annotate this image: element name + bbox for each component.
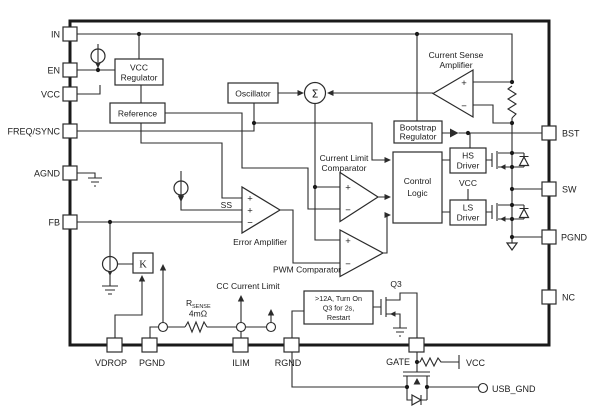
pwm-comparator bbox=[339, 228, 385, 278]
k-label: K bbox=[139, 260, 147, 271]
pin-gate bbox=[408, 337, 425, 353]
ea-plus-1: + bbox=[247, 194, 253, 205]
pwm-minus: − bbox=[345, 259, 351, 270]
block-k bbox=[132, 252, 154, 274]
hs-driver-label-2: Driver bbox=[457, 161, 480, 171]
pin-squares bbox=[62, 26, 557, 353]
pin-vdrop bbox=[106, 337, 123, 353]
block-ls-driver bbox=[449, 199, 487, 226]
vcc-regulator-label-1: VCC bbox=[130, 63, 148, 73]
summing-node bbox=[303, 81, 327, 105]
pwm-comparator-label: PWM Comparator bbox=[273, 265, 341, 275]
pin-in-label: IN bbox=[51, 30, 60, 40]
pin-fb bbox=[62, 214, 78, 230]
pin-rgnd-label: RGND bbox=[275, 358, 302, 368]
csa-minus: − bbox=[461, 101, 467, 112]
usb-gnd-terminal bbox=[477, 382, 489, 394]
csa-label-2: Amplifier bbox=[439, 60, 472, 70]
clc-label-1: Current Limit bbox=[320, 153, 369, 163]
clc-label-2: Comparator bbox=[322, 163, 367, 173]
pin-fb-label: FB bbox=[48, 218, 60, 228]
oscillator-label: Oscillator bbox=[235, 89, 271, 99]
external-body-diode-icon bbox=[411, 393, 423, 407]
pin-gate-label: GATE bbox=[386, 357, 410, 367]
vcc-gate-label: VCC bbox=[466, 358, 486, 368]
block-control-logic bbox=[392, 151, 443, 224]
pin-en bbox=[62, 62, 78, 78]
pin-freq-sync bbox=[62, 123, 78, 139]
ea-plus-2: + bbox=[247, 206, 253, 217]
junction-dots bbox=[95, 31, 515, 390]
csa-label-1: Current Sense bbox=[429, 50, 484, 60]
pin-vcc bbox=[62, 86, 78, 102]
sense-node-ilim bbox=[235, 321, 247, 333]
ea-minus: − bbox=[247, 218, 253, 229]
pin-rgnd bbox=[283, 337, 300, 353]
pin-pgnd-right bbox=[541, 229, 557, 245]
diode-symbols bbox=[411, 128, 530, 407]
sigma-symbol: Σ bbox=[312, 88, 319, 101]
pin-vcc-label: VCC bbox=[41, 90, 61, 100]
power-ground-icon bbox=[505, 242, 519, 252]
pin-en-label: EN bbox=[47, 66, 60, 76]
ls-driver-label-2: Driver bbox=[457, 213, 480, 223]
pin-ilim bbox=[232, 337, 249, 353]
bootstrap-label-1: Bootstrap bbox=[400, 123, 437, 133]
pin-ilim-label: ILIM bbox=[232, 358, 250, 368]
vcc-ls-driver-label: VCC bbox=[459, 178, 477, 188]
pin-bst-label: BST bbox=[562, 129, 580, 139]
clc-minus: − bbox=[345, 205, 351, 216]
block-reference bbox=[109, 102, 166, 124]
overcurrent-label-3: Restart bbox=[327, 313, 350, 322]
vcc-regulator-label-2: Regulator bbox=[121, 73, 158, 83]
block-hs-driver bbox=[449, 147, 487, 174]
hs-driver-label-1: HS bbox=[462, 151, 474, 161]
pin-nc bbox=[541, 289, 557, 305]
block-vcc-regulator bbox=[114, 58, 164, 86]
pin-sw bbox=[541, 181, 557, 197]
current-limit-comparator bbox=[339, 171, 380, 223]
pwm-plus: + bbox=[345, 236, 351, 247]
block-overcurrent bbox=[303, 290, 374, 325]
sense-node-left bbox=[157, 321, 169, 333]
block-bootstrap-regulator bbox=[393, 120, 443, 144]
rsense-sub-label: SENSE bbox=[192, 304, 211, 310]
current-source-icons bbox=[90, 48, 189, 273]
pin-bst bbox=[541, 125, 557, 141]
pin-sw-label: SW bbox=[562, 185, 577, 195]
ss-label: SS bbox=[221, 200, 233, 210]
rsense-value-label: 4mΩ bbox=[189, 309, 207, 319]
bootstrap-label-2: Regulator bbox=[400, 132, 437, 142]
control-logic-label-2: Logic bbox=[407, 188, 428, 198]
pin-agnd bbox=[62, 165, 78, 181]
error-amplifier-label: Error Amplifier bbox=[233, 237, 287, 247]
cc-current-limit-label: CC Current Limit bbox=[216, 281, 280, 291]
clc-plus: + bbox=[345, 183, 351, 194]
rsense-label: R bbox=[186, 298, 192, 308]
pin-nc-label: NC bbox=[562, 293, 575, 303]
error-amplifier bbox=[241, 185, 282, 235]
hs-body-diode-icon bbox=[518, 155, 530, 167]
pin-pgnd-bottom bbox=[141, 337, 158, 353]
control-logic-label-1: Control bbox=[404, 176, 432, 186]
ls-body-diode-icon bbox=[518, 207, 530, 219]
block-oscillator bbox=[227, 82, 279, 104]
overcurrent-label-2: Q3 for 2s, bbox=[323, 304, 355, 313]
bootstrap-diode-icon bbox=[450, 128, 459, 138]
pin-in bbox=[62, 26, 78, 42]
pin-pgnd-right-label: PGND bbox=[561, 233, 588, 243]
q3-label: Q3 bbox=[390, 279, 402, 289]
ls-driver-label-1: LS bbox=[463, 203, 474, 213]
pin-agnd-label: AGND bbox=[34, 169, 61, 179]
current-sense-amplifier bbox=[431, 68, 474, 119]
pin-freq-sync-label: FREQ/SYNC bbox=[7, 127, 60, 137]
pin-pgnd-bottom-label: PGND bbox=[139, 358, 166, 368]
overcurrent-label-1: >12A, Turn On bbox=[315, 294, 362, 303]
usb-gnd-label: USB_GND bbox=[492, 384, 536, 394]
csa-plus: + bbox=[461, 78, 467, 89]
reference-label: Reference bbox=[118, 109, 157, 119]
sense-node-right bbox=[265, 321, 277, 333]
pin-vdrop-label: VDROP bbox=[95, 358, 127, 368]
